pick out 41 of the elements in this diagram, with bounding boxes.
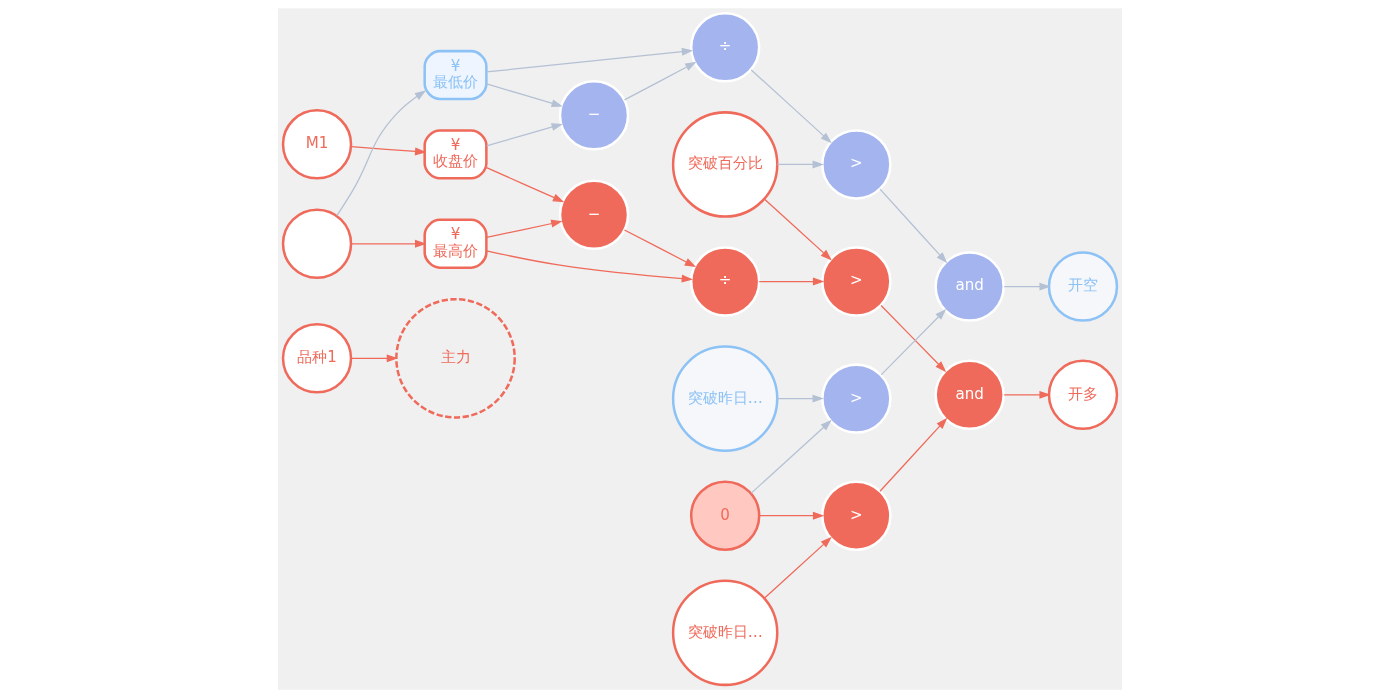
arrow [879, 188, 948, 264]
arrow [350, 146, 427, 156]
arrow [486, 219, 563, 239]
node-circle: 突破昨日… [671, 345, 779, 452]
arrow [758, 511, 825, 520]
node-circle: − [558, 80, 630, 151]
arrow [763, 536, 832, 599]
arrow [750, 419, 832, 494]
node-circle: ÷ [689, 12, 761, 83]
arrow [763, 198, 832, 261]
node-circle: 突破百分比 [671, 111, 779, 218]
arrow [336, 90, 427, 217]
arrow [623, 229, 697, 268]
arrow [1003, 390, 1051, 399]
node-circle: 0 [689, 480, 761, 551]
arrow [486, 123, 563, 147]
node-circle: M1 [281, 109, 353, 180]
node-circle: 品种1 [281, 323, 353, 394]
node-circle [281, 208, 353, 279]
node-circle: 开空 [1047, 251, 1119, 322]
arrow [350, 354, 399, 363]
arrow [486, 167, 565, 203]
arrow [623, 61, 697, 101]
node-circle: ÷ [689, 246, 761, 317]
node-box: ¥ 收盘价 [423, 129, 488, 180]
node-circle: − [558, 179, 630, 251]
arrow [485, 250, 694, 283]
arrow [758, 277, 825, 286]
arrow [350, 239, 427, 248]
node-box: ¥ 最低价 [423, 49, 488, 101]
arrow [1003, 282, 1051, 291]
node-circle: 开多 [1047, 359, 1119, 431]
arrow [776, 160, 824, 169]
node-circle: 主力 [395, 297, 516, 419]
arrow [750, 69, 832, 144]
arrow [879, 417, 948, 492]
node-circle: 突破昨日… [671, 579, 779, 687]
arrow [485, 47, 694, 73]
arrow [486, 83, 563, 108]
arrow [776, 394, 824, 403]
node-box: ¥ 最高价 [423, 218, 488, 269]
